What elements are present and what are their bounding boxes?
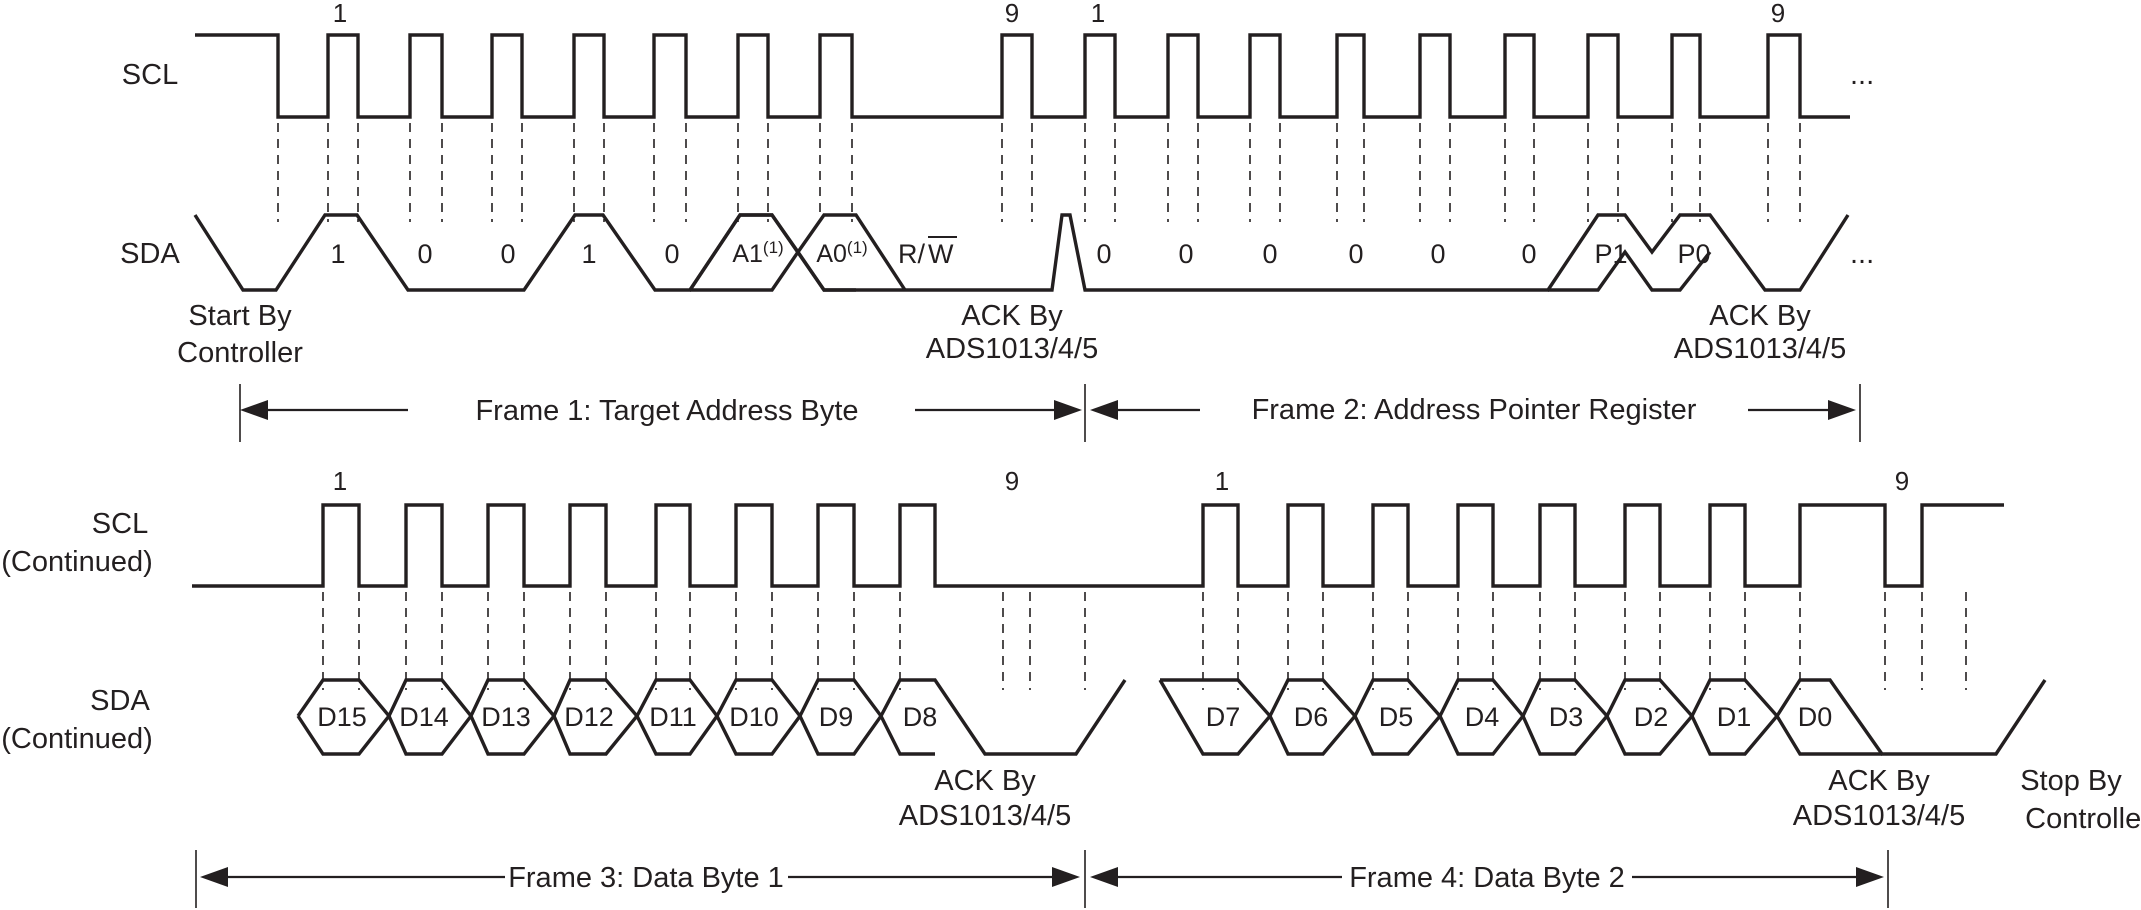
frame3-bit-d12: D12: [564, 702, 614, 732]
lower-dashed-guides: [322, 592, 1967, 690]
stop-annotation-line1: Stop By: [2020, 765, 2122, 797]
frame4-bit-d5: D5: [1379, 702, 1414, 732]
svg-text:W: W: [928, 239, 954, 269]
frame2-label: Frame 2: Address Pointer Register: [1252, 394, 1697, 426]
frame3-bit-d11: D11: [649, 702, 697, 732]
frame1-bit-number-first: 1: [333, 0, 347, 28]
frame3-bit-d15: D15: [317, 702, 367, 732]
frame4-bit-d1: D1: [1717, 702, 1752, 732]
frame2-bit-3: 0: [1262, 239, 1277, 269]
frame2-bit-1: 0: [1096, 239, 1111, 269]
frame3-bit-d10: D10: [729, 702, 779, 732]
lower-timing-section: SCL (Continued) SDA (Continued) 1 9 1 9 …: [1, 466, 2141, 908]
rw-bit-label: R/ W: [898, 236, 957, 269]
frame3-bit-number-first: 1: [333, 466, 347, 496]
stop-annotation-line2: Controller: [2025, 803, 2141, 835]
scl-ellipsis: ...: [1850, 59, 1874, 91]
frame2-bit-p1: P1: [1594, 239, 1627, 269]
svg-text:R/: R/: [898, 239, 925, 269]
frame4-bit-d7: D7: [1206, 702, 1241, 732]
sda-continued-label-line1: SDA: [90, 685, 150, 717]
ack4-annotation-line1: ACK By: [1828, 765, 1930, 797]
frame2-bit-number-first: 1: [1091, 0, 1105, 28]
frame2-bit-2: 0: [1178, 239, 1193, 269]
upper-timing-section: SCL SDA 1 9 1 9 ... ... 1 0 0 1 0 A1(1) …: [120, 0, 1874, 442]
frame1-bit-3: 0: [500, 239, 515, 269]
scl-waveform: [195, 33, 1850, 119]
scl-label: SCL: [122, 59, 178, 91]
frame2-bit-4: 0: [1348, 239, 1363, 269]
frame3-label: Frame 3: Data Byte 1: [508, 862, 784, 894]
ack3-annotation-line2: ADS1013/4/5: [899, 800, 1072, 832]
frame3-bit-d9: D9: [819, 702, 854, 732]
sda-ellipsis: ...: [1850, 238, 1874, 270]
frame1-bit-number-last: 9: [1005, 0, 1019, 28]
frame3-span: [195, 850, 1086, 908]
frame2-bit-p0: P0: [1677, 239, 1710, 269]
frame1-span: [239, 384, 1082, 442]
ack1-annotation-line2: ADS1013/4/5: [926, 333, 1099, 365]
sda-continued-label-line2: (Continued): [1, 723, 153, 755]
scl-continued-waveform: [192, 503, 2004, 588]
sda-p1-p0-bits: [1548, 249, 1712, 292]
ack2-annotation-line2: ADS1013/4/5: [1674, 333, 1847, 365]
ack4-annotation-line2: ADS1013/4/5: [1793, 800, 1966, 832]
frame2-bit-number-last: 9: [1771, 0, 1785, 28]
frame4-bit-d0: D0: [1798, 702, 1833, 732]
start-annotation-line2: Controller: [177, 337, 303, 369]
sda-label: SDA: [120, 238, 180, 270]
sda-low-path: [193, 213, 1850, 292]
ack3-annotation-line1: ACK By: [934, 765, 1036, 797]
sda-continued-frame3-lower: [296, 712, 935, 756]
frame4-bit-d6: D6: [1294, 702, 1329, 732]
frame4-bit-d4: D4: [1465, 702, 1500, 732]
ack1-annotation-line1: ACK By: [961, 300, 1063, 332]
frame2-bit-5: 0: [1430, 239, 1445, 269]
frame1-bit-2: 0: [417, 239, 432, 269]
frame4-bit-number-last: 9: [1895, 466, 1909, 496]
frame1-bit-5: 0: [664, 239, 679, 269]
frame4-span: [1090, 850, 1889, 908]
frame2-span: [1084, 384, 1861, 442]
sda-continued-frame4-lower: [1158, 679, 1882, 756]
start-annotation-line1: Start By: [188, 300, 292, 332]
frame3-bit-d13: D13: [481, 702, 531, 732]
frame4-bit-d2: D2: [1634, 702, 1669, 732]
frame4-bit-d3: D3: [1549, 702, 1584, 732]
sda-a1-a0-bits: [688, 213, 907, 292]
upper-dashed-guides: [277, 123, 1801, 222]
frame1-bit-1: 1: [330, 239, 345, 269]
ack2-annotation-line1: ACK By: [1709, 300, 1811, 332]
frame1-label: Frame 1: Target Address Byte: [475, 395, 858, 427]
scl-continued-label-line2: (Continued): [1, 546, 153, 578]
frame1-bit-4: 1: [581, 239, 596, 269]
a0-bit-label: A0(1): [816, 238, 867, 268]
scl-continued-label-line1: SCL: [92, 508, 148, 540]
a1-bit-label: A1(1): [732, 238, 783, 268]
frame4-bit-number-first: 1: [1215, 466, 1229, 496]
frame3-bit-d14: D14: [399, 702, 449, 732]
frame4-label: Frame 4: Data Byte 2: [1349, 862, 1625, 894]
frame3-bit-d8: D8: [903, 702, 938, 732]
frame3-bit-number-last: 9: [1005, 466, 1019, 496]
frame2-bit-6: 0: [1521, 239, 1536, 269]
